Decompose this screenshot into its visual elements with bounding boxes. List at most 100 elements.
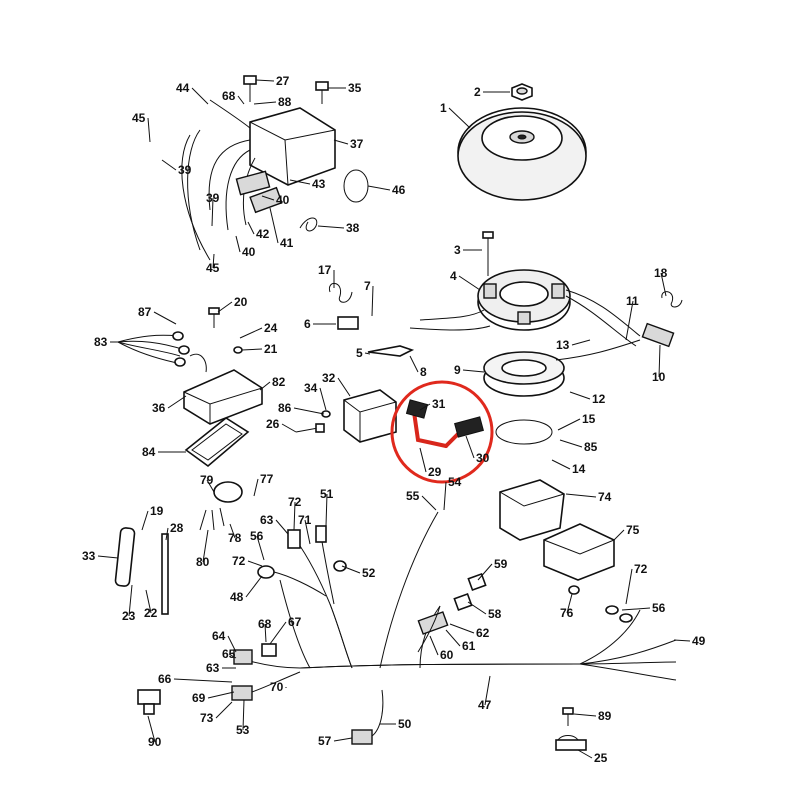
screw-35 bbox=[315, 81, 329, 104]
part-label-5: 5 bbox=[356, 346, 363, 360]
leader-line-86 bbox=[293, 407, 325, 415]
part-label-36: 36 bbox=[152, 401, 166, 415]
leader-line-20 bbox=[217, 301, 233, 313]
part-label-66: 66 bbox=[158, 672, 172, 686]
leader-line-89 bbox=[573, 713, 597, 717]
plug-6 bbox=[337, 316, 359, 330]
screw-89 bbox=[562, 707, 574, 726]
power-pack bbox=[249, 107, 336, 186]
part-label-15: 15 bbox=[582, 412, 596, 426]
leader-line-79 bbox=[206, 479, 215, 493]
part-label-53: 53 bbox=[236, 723, 250, 737]
rod-28 bbox=[161, 533, 169, 615]
part-label-83: 83 bbox=[94, 335, 108, 349]
leader-line-68b bbox=[264, 623, 267, 643]
leader-line-45b bbox=[212, 253, 215, 269]
leader-line-77 bbox=[253, 478, 259, 497]
leader-line-56b bbox=[621, 607, 651, 611]
part-label-72c: 72 bbox=[634, 562, 648, 576]
part-label-26: 26 bbox=[266, 417, 280, 431]
part-label-68a: 68 bbox=[222, 89, 236, 103]
part-label-9: 9 bbox=[454, 363, 461, 377]
part-label-71: 71 bbox=[298, 513, 312, 527]
part-label-32: 32 bbox=[322, 371, 336, 385]
part-label-52: 52 bbox=[362, 566, 376, 580]
part-label-14: 14 bbox=[572, 462, 586, 476]
part-label-85: 85 bbox=[584, 440, 598, 454]
part-label-30: 30 bbox=[476, 451, 490, 465]
switch-79 bbox=[199, 481, 243, 531]
flywheel-nut bbox=[511, 83, 533, 101]
leader-line-40a bbox=[261, 195, 275, 201]
part-label-58: 58 bbox=[488, 607, 502, 621]
part-label-45a: 45 bbox=[132, 111, 146, 125]
part-label-41: 41 bbox=[280, 236, 294, 250]
module-wiring bbox=[181, 99, 283, 261]
part-label-25: 25 bbox=[594, 751, 608, 765]
leader-line-40b bbox=[235, 235, 241, 253]
part-label-19: 19 bbox=[150, 504, 164, 518]
screw-27 bbox=[243, 75, 257, 102]
part-label-7: 7 bbox=[364, 279, 371, 293]
leader-line-45a bbox=[147, 117, 151, 143]
leader-line-30 bbox=[465, 435, 475, 459]
part-label-82: 82 bbox=[272, 375, 286, 389]
leader-line-19 bbox=[141, 510, 149, 531]
clip-38 bbox=[299, 217, 318, 232]
timer-base bbox=[483, 351, 565, 397]
part-label-8: 8 bbox=[420, 365, 427, 379]
leader-line-59 bbox=[477, 563, 493, 581]
part-label-72b: 72 bbox=[232, 554, 246, 568]
leader-line-39b bbox=[211, 197, 214, 227]
part-label-13: 13 bbox=[556, 338, 570, 352]
retainer-ring bbox=[495, 419, 553, 445]
leader-line-57 bbox=[333, 737, 353, 742]
stator bbox=[477, 269, 571, 331]
leader-line-11 bbox=[625, 300, 634, 341]
part-label-57: 57 bbox=[318, 734, 332, 748]
leader-line-27 bbox=[255, 79, 275, 82]
part-label-39b: 39 bbox=[206, 191, 220, 205]
leader-line-34 bbox=[319, 387, 327, 411]
part-label-33: 33 bbox=[82, 549, 96, 563]
part-label-40b: 40 bbox=[242, 245, 256, 259]
stator-screw bbox=[482, 231, 494, 276]
part-label-24: 24 bbox=[264, 321, 278, 335]
terminal-strip-33 bbox=[114, 527, 136, 587]
leader-line-49 bbox=[673, 639, 691, 642]
part-label-20: 20 bbox=[234, 295, 248, 309]
part-label-49: 49 bbox=[692, 634, 706, 648]
part-label-2: 2 bbox=[474, 85, 481, 99]
clip-25 bbox=[555, 735, 587, 751]
part-label-89: 89 bbox=[598, 709, 612, 723]
part-label-17: 17 bbox=[318, 263, 332, 277]
leader-line-15 bbox=[557, 418, 581, 431]
part-label-63a: 63 bbox=[260, 513, 274, 527]
part-label-4: 4 bbox=[450, 269, 457, 283]
leader-line-28 bbox=[165, 527, 169, 541]
leader-line-74 bbox=[565, 493, 597, 498]
leader-line-23 bbox=[128, 584, 133, 617]
leader-line-13 bbox=[571, 339, 591, 346]
part-label-65: 65 bbox=[222, 647, 236, 661]
connector-57 bbox=[351, 689, 384, 745]
part-label-48: 48 bbox=[230, 590, 244, 604]
part-label-39a: 39 bbox=[178, 163, 192, 177]
leader-line-22 bbox=[145, 589, 152, 614]
part-label-61: 61 bbox=[462, 639, 476, 653]
leader-line-85 bbox=[559, 439, 583, 448]
leader-line-46 bbox=[367, 185, 391, 191]
leader-line-80 bbox=[202, 529, 209, 563]
harness-branch-49 bbox=[579, 605, 677, 681]
leader-line-25 bbox=[577, 749, 593, 759]
part-label-59: 59 bbox=[494, 557, 508, 571]
leader-line-38 bbox=[317, 225, 345, 229]
part-label-35: 35 bbox=[348, 81, 362, 95]
flywheel bbox=[457, 107, 587, 201]
clip-18 bbox=[661, 291, 683, 308]
leader-line-24 bbox=[239, 327, 263, 339]
lower-left-leads bbox=[231, 643, 301, 701]
leader-line-78 bbox=[229, 523, 236, 539]
